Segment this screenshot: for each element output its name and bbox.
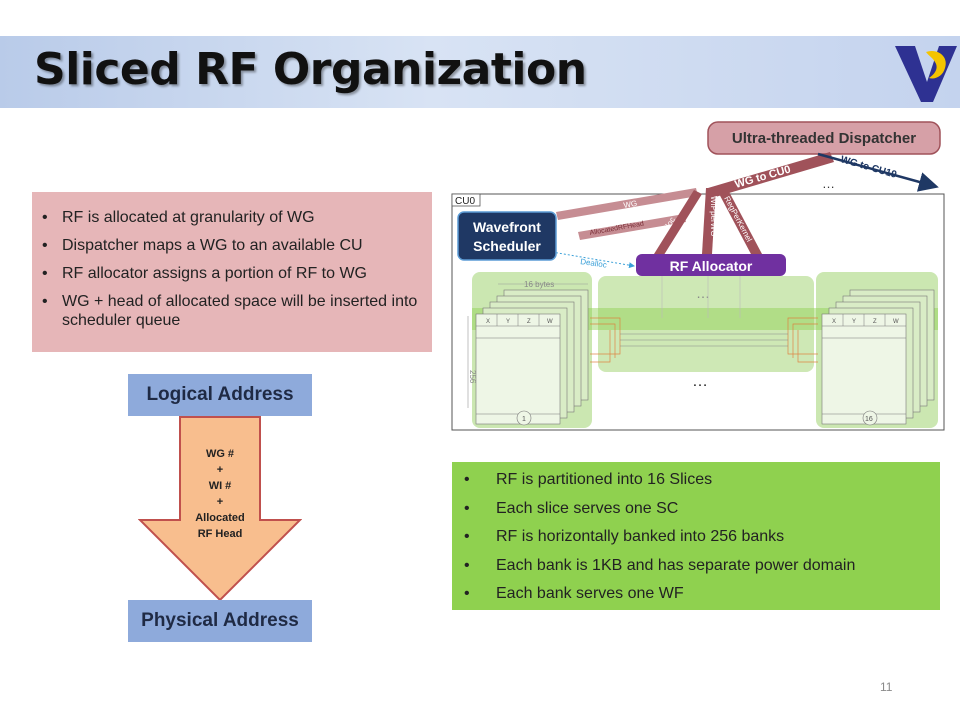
bullet-item: Dispatcher maps a WG to an available CU <box>32 236 432 255</box>
logical-address-box: Logical Address <box>128 374 312 416</box>
cu-label: CU0 <box>455 196 475 207</box>
xyzw-label: W <box>547 319 553 325</box>
xyzw-label: Z <box>873 319 877 325</box>
bank-stack-right <box>821 289 935 425</box>
arrow-line: WG # <box>205 448 235 460</box>
arrow-line: + <box>216 464 224 476</box>
rows-dimension-label: 256 <box>468 370 477 384</box>
xyzw-label: Y <box>852 319 856 325</box>
rf-allocator-label: RF Allocator <box>670 258 753 274</box>
slide-title: Sliced RF Organization <box>34 44 587 95</box>
allocated-rf-head-band <box>578 214 686 240</box>
wg-to-cu0-band <box>708 152 834 198</box>
xyzw-label: Y <box>506 319 510 325</box>
ellipsis-dispatch: … <box>822 176 835 191</box>
xyzw-label: X <box>486 319 490 325</box>
rf-architecture-diagram: CU0 X Y Z W X Y Z W 16 bytes 256 1 16 … … <box>451 121 945 431</box>
bank-stack-left <box>475 289 589 425</box>
arrow-line: Allocated <box>195 512 245 524</box>
wg-signal-band <box>556 188 698 220</box>
ellipsis-middle: … <box>692 373 708 390</box>
wavefront-scheduler-label-line1: Wavefront <box>473 219 541 235</box>
slice-number-last: 16 <box>865 416 873 423</box>
partition-bullets-box: RF is partitioned into 16 Slices Each sl… <box>452 462 940 610</box>
wg-to-cu0-label: WG to CU0 <box>734 164 793 191</box>
bullet-item: Each slice serves one SC <box>452 499 940 518</box>
physical-address-box: Physical Address <box>128 600 312 642</box>
bank-band <box>472 308 938 330</box>
slice-middle <box>598 276 814 372</box>
down-arrow-icon <box>138 416 302 602</box>
xyzw-label: Z <box>527 319 531 325</box>
alloc-band <box>654 190 702 258</box>
wavefront-scheduler-label-line2: Scheduler <box>473 238 541 254</box>
bullet-item: Each bank serves one WF <box>452 584 940 603</box>
dealloc-label: Dealloc <box>580 257 608 270</box>
dispatcher-label: Ultra-threaded Dispatcher <box>732 130 916 147</box>
slice-number-first: 1 <box>522 416 526 423</box>
bullet-item: Each bank is 1KB and has separate power … <box>452 556 940 575</box>
logo-icon <box>895 46 957 102</box>
allocation-bullets-box: RF is allocated at granularity of WG Dis… <box>32 192 432 352</box>
bullet-item: WG + head of allocated space will be ins… <box>32 292 432 330</box>
wg-signal-label: WG <box>623 199 638 210</box>
page-number: 11 <box>880 680 893 694</box>
wipperwg-band <box>702 188 716 254</box>
title-banner <box>0 36 960 108</box>
bullet-item: RF allocator assigns a portion of RF to … <box>32 264 432 283</box>
xyzw-label: X <box>832 319 836 325</box>
arrow-line: RF Head <box>197 528 243 540</box>
wavefront-scheduler-box <box>457 211 557 261</box>
arrow-line: + <box>216 496 224 508</box>
bullet-item: RF is partitioned into 16 Slices <box>452 470 940 489</box>
rf-allocator-box <box>636 254 786 276</box>
bullet-item: RF is horizontally banked into 256 banks <box>452 527 940 546</box>
address-composition: WG # + WI # + Allocated RF Head <box>180 446 260 542</box>
regperkernel-band <box>716 186 762 256</box>
xyzw-label: W <box>893 319 899 325</box>
wg-to-cu19-label: WG to CU19 <box>839 154 898 181</box>
wipperwg-label: WIPperWG <box>709 196 718 236</box>
bytes-dimension-label: 16 bytes <box>524 280 554 289</box>
ellipsis-middle-top: … <box>696 285 710 301</box>
arrow-line: WI # <box>208 480 232 492</box>
bullet-item: RF is allocated at granularity of WG <box>32 208 432 227</box>
